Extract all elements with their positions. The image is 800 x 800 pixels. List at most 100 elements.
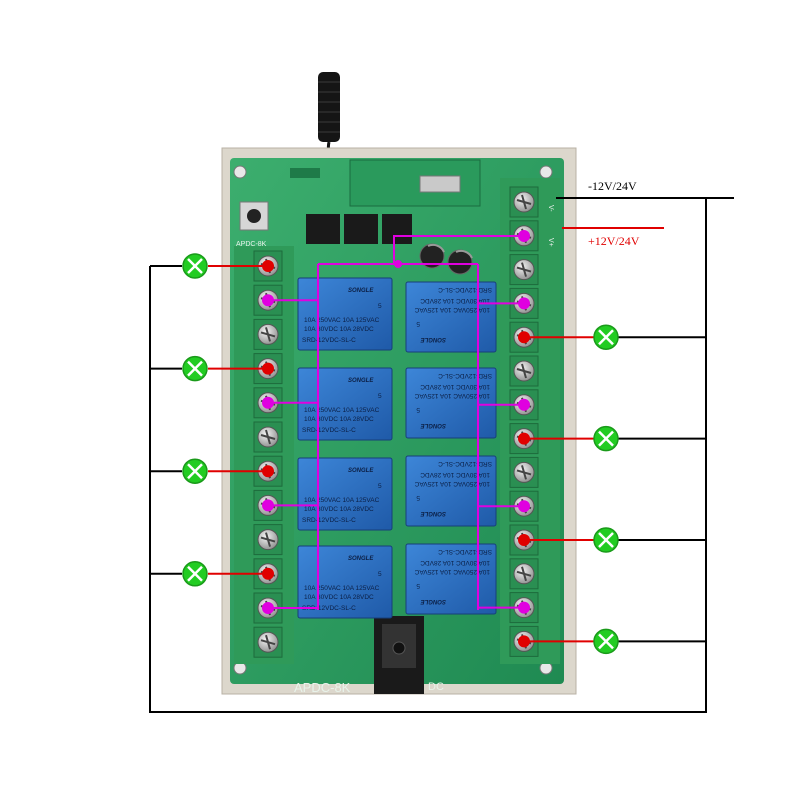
relay-rating-line-1: 10A 250VAC 10A 125VAC	[304, 497, 380, 504]
lamp-icon	[182, 355, 208, 382]
com-terminal-dot	[262, 396, 274, 409]
screw-terminal	[253, 626, 283, 658]
screw-terminal	[509, 490, 539, 522]
lamps	[182, 253, 619, 655]
com-terminal-dot	[262, 294, 274, 307]
relay-rating-number: 5	[378, 571, 382, 578]
screw-terminal	[509, 355, 539, 387]
relay: SONGLE 5 10A 250VAC 10A 125VAC 10A 30VDC 10…	[405, 281, 497, 353]
no-terminal-dot	[518, 432, 530, 445]
relay: SONGLE 5 10A 250VAC 10A 125VAC 10A 30VDC 10…	[297, 457, 393, 531]
lamp-icon	[593, 527, 619, 553]
ic-chips	[306, 214, 412, 244]
lamp-icon	[593, 324, 619, 350]
relay-rating-line-2: 10A 30VDC 10A 28VDC	[304, 416, 374, 423]
positive-supply-label: +12V/24V	[588, 234, 640, 248]
button-label: APDC-8K	[236, 241, 267, 248]
relay-rating-line-1: 10A 250VAC 10A 125VAC	[304, 317, 380, 324]
relay-rating-number: 5	[416, 494, 420, 501]
screw-terminal	[509, 456, 539, 488]
relay-rating-line-1: 10A 250VAC 10A 125VAC	[304, 407, 380, 414]
no-terminal-dot	[518, 331, 530, 344]
relay-brand-text: SONGLE	[348, 468, 374, 474]
relay-brand-text: SONGLE	[420, 422, 446, 428]
screw-terminal	[509, 254, 539, 286]
relay-model-text: SRD-12VDC-SL-C	[438, 372, 492, 379]
terminal-label-v-plus: V+	[547, 238, 554, 247]
relay-model-text: SRD-12VDC-SL-C	[302, 427, 356, 434]
relay-brand-text: SONGLE	[348, 378, 374, 384]
relay-model-text: SRD-12VDC-SL-C	[438, 548, 492, 555]
relay-rating-line-1: 10A 250VAC 10A 125VAC	[304, 585, 380, 592]
relay-brand-text: SONGLE	[348, 288, 374, 294]
no-terminal-dot	[518, 635, 530, 648]
com-terminal-dot	[518, 500, 530, 513]
no-terminal-dot	[262, 567, 274, 580]
capacitors	[419, 243, 473, 275]
relay: SONGLE 5 10A 250VAC 10A 125VAC 10A 30VDC 10…	[297, 367, 393, 441]
left-relays: SONGLE 5 10A 250VAC 10A 125VAC 10A 30VDC 10…	[297, 277, 393, 619]
lamp-icon	[593, 425, 619, 452]
lamp-icon	[182, 561, 208, 587]
relay-rating-number: 5	[416, 320, 420, 327]
relay-rating-number: 5	[416, 406, 420, 413]
negative-supply-label: -12V/24V	[588, 179, 637, 193]
dc-jack	[374, 616, 424, 694]
relay: SONGLE 5 10A 250VAC 10A 125VAC 10A 30VDC 10…	[297, 545, 393, 619]
right-relays: SONGLE 5 10A 250VAC 10A 125VAC 10A 30VDC 10…	[405, 281, 497, 615]
receiver-module	[290, 159, 481, 207]
relay-rating-line-2: 10A 30VDC 10A 28VDC	[420, 383, 490, 390]
relay-model-text: SRD-12VDC-SL-C	[302, 517, 356, 524]
com-terminal-dot	[262, 499, 274, 512]
relay-rating-line-2: 10A 30VDC 10A 28VDC	[420, 297, 490, 304]
relay-model-text: SRD-12VDC-SL-C	[302, 605, 356, 612]
left-terminal-strip	[234, 246, 294, 664]
no-terminal-dot	[518, 534, 530, 546]
com-terminal-dot	[518, 297, 530, 310]
relay-rating-line-2: 10A 30VDC 10A 28VDC	[304, 594, 374, 601]
screw-terminal	[253, 421, 283, 453]
relay-rating-line-2: 10A 30VDC 10A 28VDC	[420, 559, 490, 566]
screw-terminal	[253, 524, 283, 556]
screw-terminal	[253, 318, 283, 350]
relay-brand-text: SONGLE	[420, 336, 446, 342]
com-terminal-dot	[518, 398, 530, 411]
wiring	[149, 197, 734, 713]
com-terminal-dot	[518, 601, 530, 614]
dc-label: DC	[428, 681, 444, 693]
no-terminal-dot	[262, 362, 274, 375]
relay-model-text: SRD-12VDC-SL-C	[302, 337, 356, 344]
relay-rating-number: 5	[378, 483, 382, 490]
relay: SONGLE 5 10A 250VAC 10A 125VAC 10A 30VDC 10…	[405, 367, 497, 439]
relay-brand-text: SONGLE	[348, 556, 374, 562]
relay-brand-text: SONGLE	[420, 598, 446, 604]
relay-rating-line-1: 10A 250VAC 10A 125VAC	[414, 480, 490, 487]
relay-rating-line-2: 10A 30VDC 10A 28VDC	[304, 506, 374, 513]
negative-bus-wire	[149, 197, 734, 713]
relay-model-text: SRD-12VDC-SL-C	[438, 286, 492, 293]
positive-junction-dot	[394, 260, 402, 268]
relay-rating-number: 5	[378, 393, 382, 400]
learn-button[interactable]	[239, 201, 269, 231]
relay-rating-number: 5	[416, 582, 420, 589]
positive-terminal-dot	[518, 230, 530, 242]
positive-common-wire	[393, 235, 524, 264]
screw-terminal	[509, 558, 539, 590]
relay-rating-line-1: 10A 250VAC 10A 125VAC	[414, 568, 490, 575]
no-terminal-dot	[262, 260, 274, 272]
lamp-icon	[593, 628, 619, 655]
relay-model-text: SRD-12VDC-SL-C	[438, 460, 492, 467]
terminal-label-v-minus: V-	[547, 205, 554, 212]
relay-rating-line-1: 10A 250VAC 10A 125VAC	[414, 306, 490, 313]
board-model-label: APDC-8K	[294, 680, 351, 695]
relay-rating-number: 5	[378, 303, 382, 310]
lamp-icon	[182, 253, 208, 279]
relay-rating-line-1: 10A 250VAC 10A 125VAC	[414, 392, 490, 399]
screw-terminal	[509, 186, 539, 218]
relay: SONGLE 5 10A 250VAC 10A 125VAC 10A 30VDC 10…	[405, 543, 497, 615]
no-terminal-dot	[262, 465, 274, 478]
lamp-icon	[182, 458, 208, 484]
